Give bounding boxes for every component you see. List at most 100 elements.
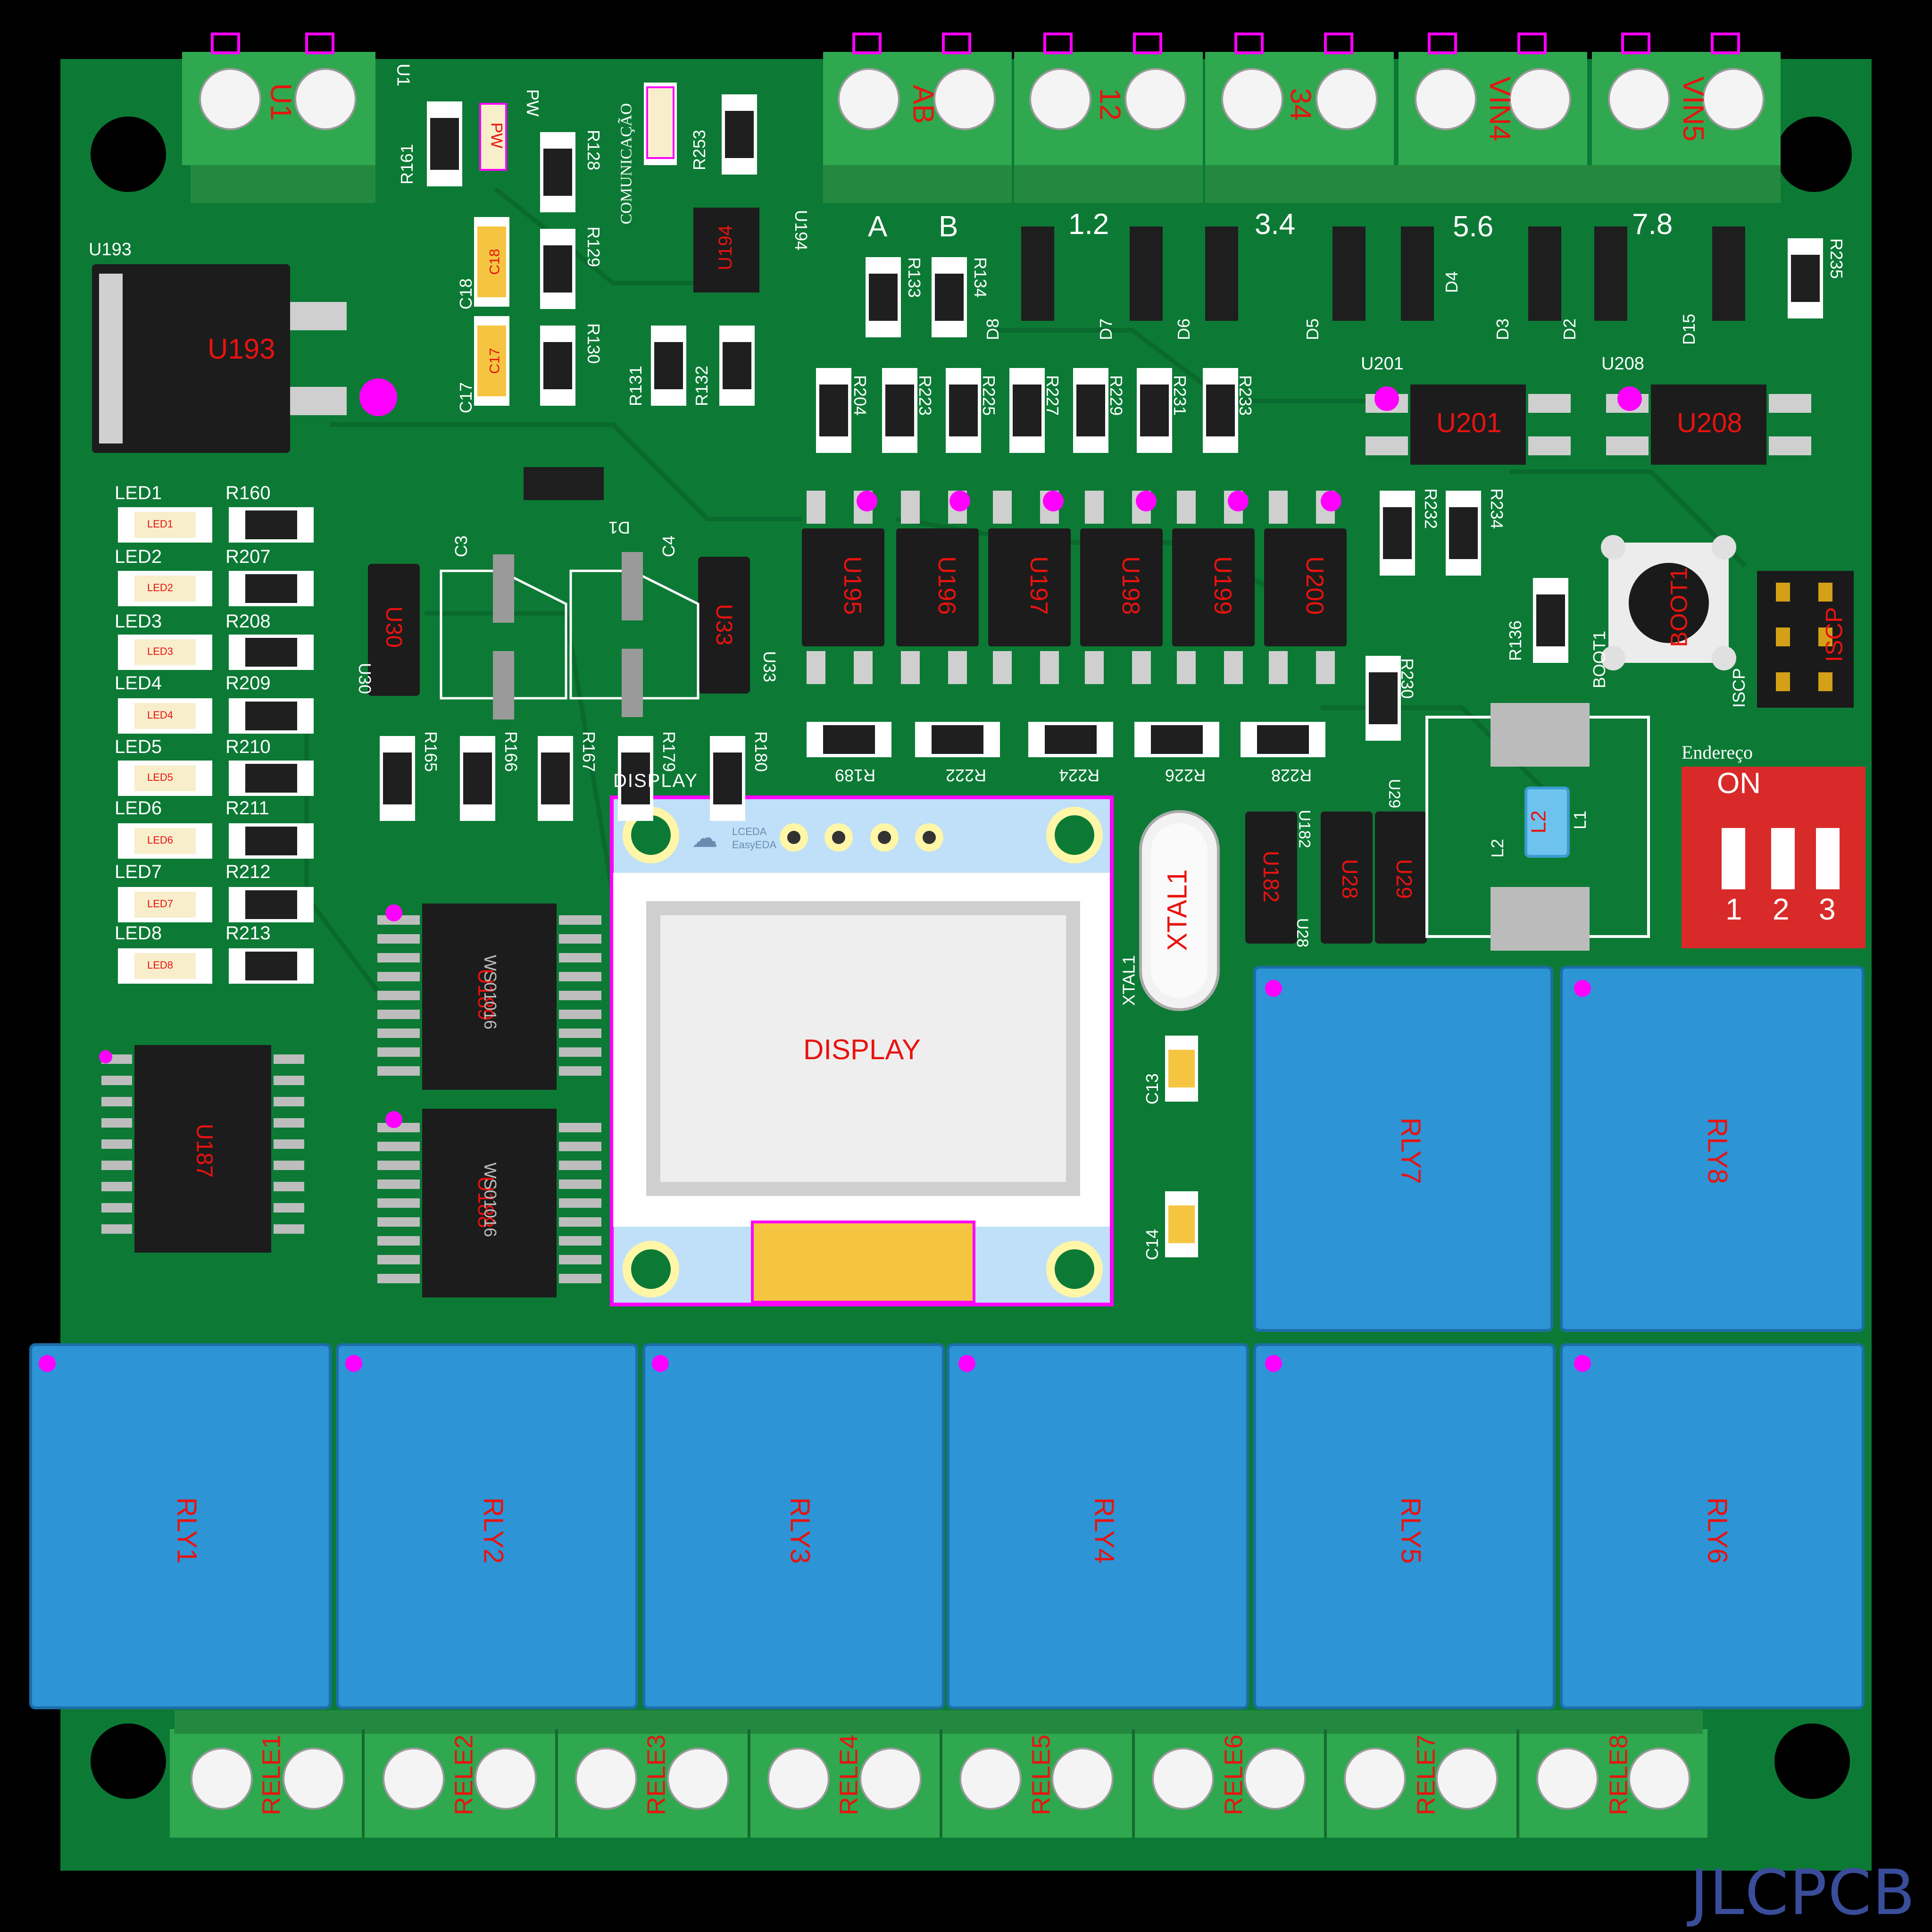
- soic-markers: [99, 904, 402, 1128]
- cap-bodies: [477, 226, 1195, 1243]
- r209-silk: R209: [225, 673, 271, 694]
- r208-silk: R208: [225, 611, 271, 632]
- ic-u28-silk: U28: [1293, 918, 1312, 948]
- led2-silk: LED2: [115, 546, 162, 567]
- r223-silk: R223: [916, 375, 935, 416]
- led5-silk: LED5: [115, 736, 162, 757]
- ic-u30: U30: [381, 606, 407, 648]
- relay-pin1-markers: [39, 980, 1591, 1372]
- bus-silk-a: A: [868, 210, 888, 243]
- r131-silk: R131: [626, 365, 646, 407]
- diode-bodies: [524, 226, 1745, 500]
- led4-designator: LED4: [147, 709, 174, 721]
- ic-u187: U187: [192, 1123, 217, 1178]
- r167-silk: R167: [579, 731, 599, 772]
- ic-u33-silk: U33: [760, 651, 780, 683]
- terminal-u1: [182, 33, 375, 203]
- l2-designator: L2: [1527, 810, 1550, 834]
- rele7-label: RELE7: [1412, 1734, 1441, 1815]
- r134-silk: R134: [971, 257, 991, 298]
- dip-on-label: ON: [1717, 767, 1761, 800]
- led3-designator: LED3: [147, 645, 174, 657]
- r180-silk: R180: [751, 731, 771, 772]
- c3-silk: C3: [451, 535, 471, 558]
- relay-label-rly8: RLY8: [1702, 1117, 1733, 1184]
- rele3-label: RELE3: [642, 1734, 671, 1815]
- jlcpcb-watermark: JLCPCB: [1690, 1857, 1916, 1929]
- led1-silk: LED1: [115, 483, 162, 503]
- dip-pos-3: 3: [1819, 892, 1836, 926]
- r136-silk: R136: [1506, 620, 1525, 661]
- c14-silk: C14: [1142, 1229, 1162, 1261]
- rele8-label: RELE8: [1604, 1734, 1633, 1815]
- optocouplers: [802, 528, 1347, 646]
- led2-designator: LED2: [147, 582, 174, 594]
- l1-silk: L1: [1570, 810, 1590, 830]
- ic-u194: U194: [715, 225, 736, 270]
- d7-silk: D7: [1096, 318, 1116, 341]
- relay-label-rly5: RLY5: [1395, 1497, 1426, 1564]
- u201-u208-markers: [1374, 386, 1642, 411]
- r160-silk: R160: [225, 483, 271, 503]
- r165-silk: R165: [421, 731, 441, 772]
- r128-silk: R128: [584, 129, 604, 171]
- r207-silk: R207: [225, 546, 271, 567]
- led-bodies: [134, 512, 196, 979]
- dip-pos-1: 1: [1725, 892, 1742, 926]
- c18-designator: C18: [487, 249, 503, 275]
- relay-label-rly3: RLY3: [784, 1497, 816, 1564]
- d5-silk: D5: [1303, 318, 1323, 341]
- r233-silk: R233: [1236, 375, 1256, 416]
- ic-u201: U201: [1436, 408, 1502, 438]
- r224-silk: R224: [1059, 766, 1100, 785]
- rele4-label: RELE4: [834, 1734, 863, 1815]
- led1-designator: LED1: [147, 518, 174, 530]
- rele6-label: RELE6: [1219, 1734, 1248, 1815]
- r166-silk: R166: [501, 731, 521, 772]
- relay-label-rly2: RLY2: [478, 1497, 509, 1564]
- r211-silk: R211: [225, 798, 269, 819]
- bus-silk-78: 7.8: [1632, 208, 1673, 241]
- xtal1-designator: XTAL1: [1162, 869, 1193, 951]
- oled-module: [610, 795, 1114, 1306]
- r213-silk: R213: [225, 923, 271, 944]
- led3-silk: LED3: [115, 611, 162, 632]
- dip-switch: [1682, 767, 1865, 948]
- r230-silk: R230: [1398, 658, 1417, 699]
- terminal-bus-vin5: [1582, 33, 1781, 203]
- bus-label-vin5: VIN5: [1676, 76, 1709, 142]
- r225-silk: R225: [979, 375, 999, 416]
- bus-silk-12: 1.2: [1068, 208, 1109, 241]
- bus-silk-34: 3.4: [1255, 208, 1296, 241]
- bus-label-ab: AB: [907, 84, 940, 124]
- c17-silk: C17: [456, 382, 476, 414]
- pw-led-designator: PW: [487, 122, 506, 149]
- ic-u182: U182: [1258, 851, 1283, 903]
- r232-silk: R232: [1421, 488, 1441, 529]
- r212-silk: R212: [225, 861, 271, 882]
- soic-ics: [134, 903, 557, 1297]
- ic-u201-silk: U201: [1361, 354, 1404, 374]
- iscp-silk: ISCP: [1729, 668, 1749, 708]
- ic-u29-silk: U29: [1385, 778, 1404, 809]
- iscp-header: [1757, 571, 1854, 708]
- r130-silk: R130: [584, 323, 604, 364]
- comm-led: [646, 86, 675, 159]
- relay-bodies: [29, 966, 1865, 1709]
- d1-silk: D1: [608, 518, 631, 537]
- ic-u33: U33: [711, 603, 737, 646]
- d4-silk: D4: [1442, 271, 1462, 293]
- bus-label-vin4: VIN4: [1483, 76, 1516, 142]
- r227-silk: R227: [1043, 375, 1063, 416]
- u193-silk: U193: [89, 240, 132, 259]
- led6-designator: LED6: [147, 834, 174, 846]
- terminal-bus-vin4: [1387, 33, 1587, 203]
- rele1-label: RELE1: [257, 1734, 286, 1815]
- resistor-bodies: [245, 111, 1820, 980]
- xtal1-silk: XTAL1: [1119, 955, 1139, 1006]
- opto-markers: [857, 491, 1341, 511]
- r235-silk: R235: [1827, 238, 1847, 279]
- opto-u200: U200: [1301, 556, 1329, 615]
- u193-designator: U193: [208, 333, 275, 365]
- rele2-label: RELE2: [450, 1734, 478, 1815]
